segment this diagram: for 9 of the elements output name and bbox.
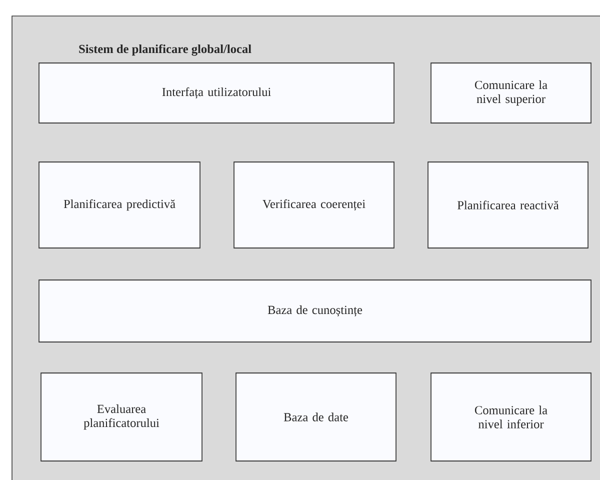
process-box: Baza de date [236,372,396,462]
process-box: Planificarea reactivă [428,162,588,248]
process-box: Planificarea predictivă [38,162,200,248]
process-box: Evaluarea planificatorului [40,372,202,462]
process-box: Comunicare la nivel inferior [430,372,592,462]
process-box: Comunicare la nivel superior [430,62,592,124]
process-box: Interfața utilizatorului [38,62,394,124]
process-box: Verificarea coerenței [234,162,394,248]
process-box: Baza de cunoștințe [38,280,592,342]
